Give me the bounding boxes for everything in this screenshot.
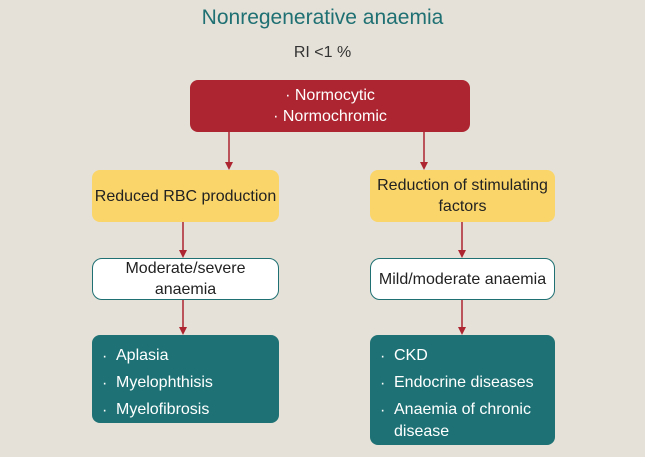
list-item: ·Anaemia of chronic disease bbox=[380, 397, 545, 446]
left-causes-list: ·Aplasia ·Myelophthisis ·Myelofibrosis bbox=[92, 335, 279, 423]
right-causes-list: ·CKD ·Endocrine diseases ·Anaemia of chr… bbox=[370, 335, 555, 445]
right-item-endocrine: Endocrine diseases bbox=[394, 374, 534, 391]
diagram-title: Nonregenerative anaemia bbox=[201, 6, 444, 29]
reduced-rbc-production-box: Reduced RBC production bbox=[92, 170, 279, 222]
list-item: ·Myelofibrosis bbox=[102, 397, 269, 424]
normocytic-normochromic-box: Normocytic Normochromic bbox=[190, 80, 470, 132]
left-severity-label: Moderate/severe anaemia bbox=[125, 260, 246, 298]
list-item: ·Endocrine diseases bbox=[380, 370, 545, 397]
top-box-line-2: Normochromic bbox=[273, 106, 387, 127]
reduction-of-stimulating-factors-box: Reduction of stimulating factors bbox=[370, 170, 555, 222]
right-severity-label: Mild/moderate anaemia bbox=[378, 270, 547, 288]
moderate-severe-anaemia-box: Moderate/severe anaemia bbox=[92, 258, 279, 300]
list-item: ·Aplasia bbox=[102, 343, 269, 370]
left-cause-label: Reduced RBC production bbox=[94, 187, 277, 205]
right-cause-label: Reduction of stimulating factors bbox=[377, 177, 548, 215]
list-item: ·Myelophthisis bbox=[102, 370, 269, 397]
top-box-line-1: Normocytic bbox=[285, 85, 375, 106]
left-item-myelofibrosis: Myelofibrosis bbox=[116, 401, 210, 418]
left-item-aplasia: Aplasia bbox=[116, 347, 169, 364]
right-item-ckd: CKD bbox=[394, 347, 428, 364]
list-item: ·CKD bbox=[380, 343, 545, 370]
right-item-chronic-disease: Anaemia of chronic disease bbox=[394, 401, 531, 440]
mild-moderate-anaemia-box: Mild/moderate anaemia bbox=[370, 258, 555, 300]
diagram-subtitle: RI <1 % bbox=[293, 44, 352, 61]
left-item-myelophthisis: Myelophthisis bbox=[116, 374, 213, 391]
